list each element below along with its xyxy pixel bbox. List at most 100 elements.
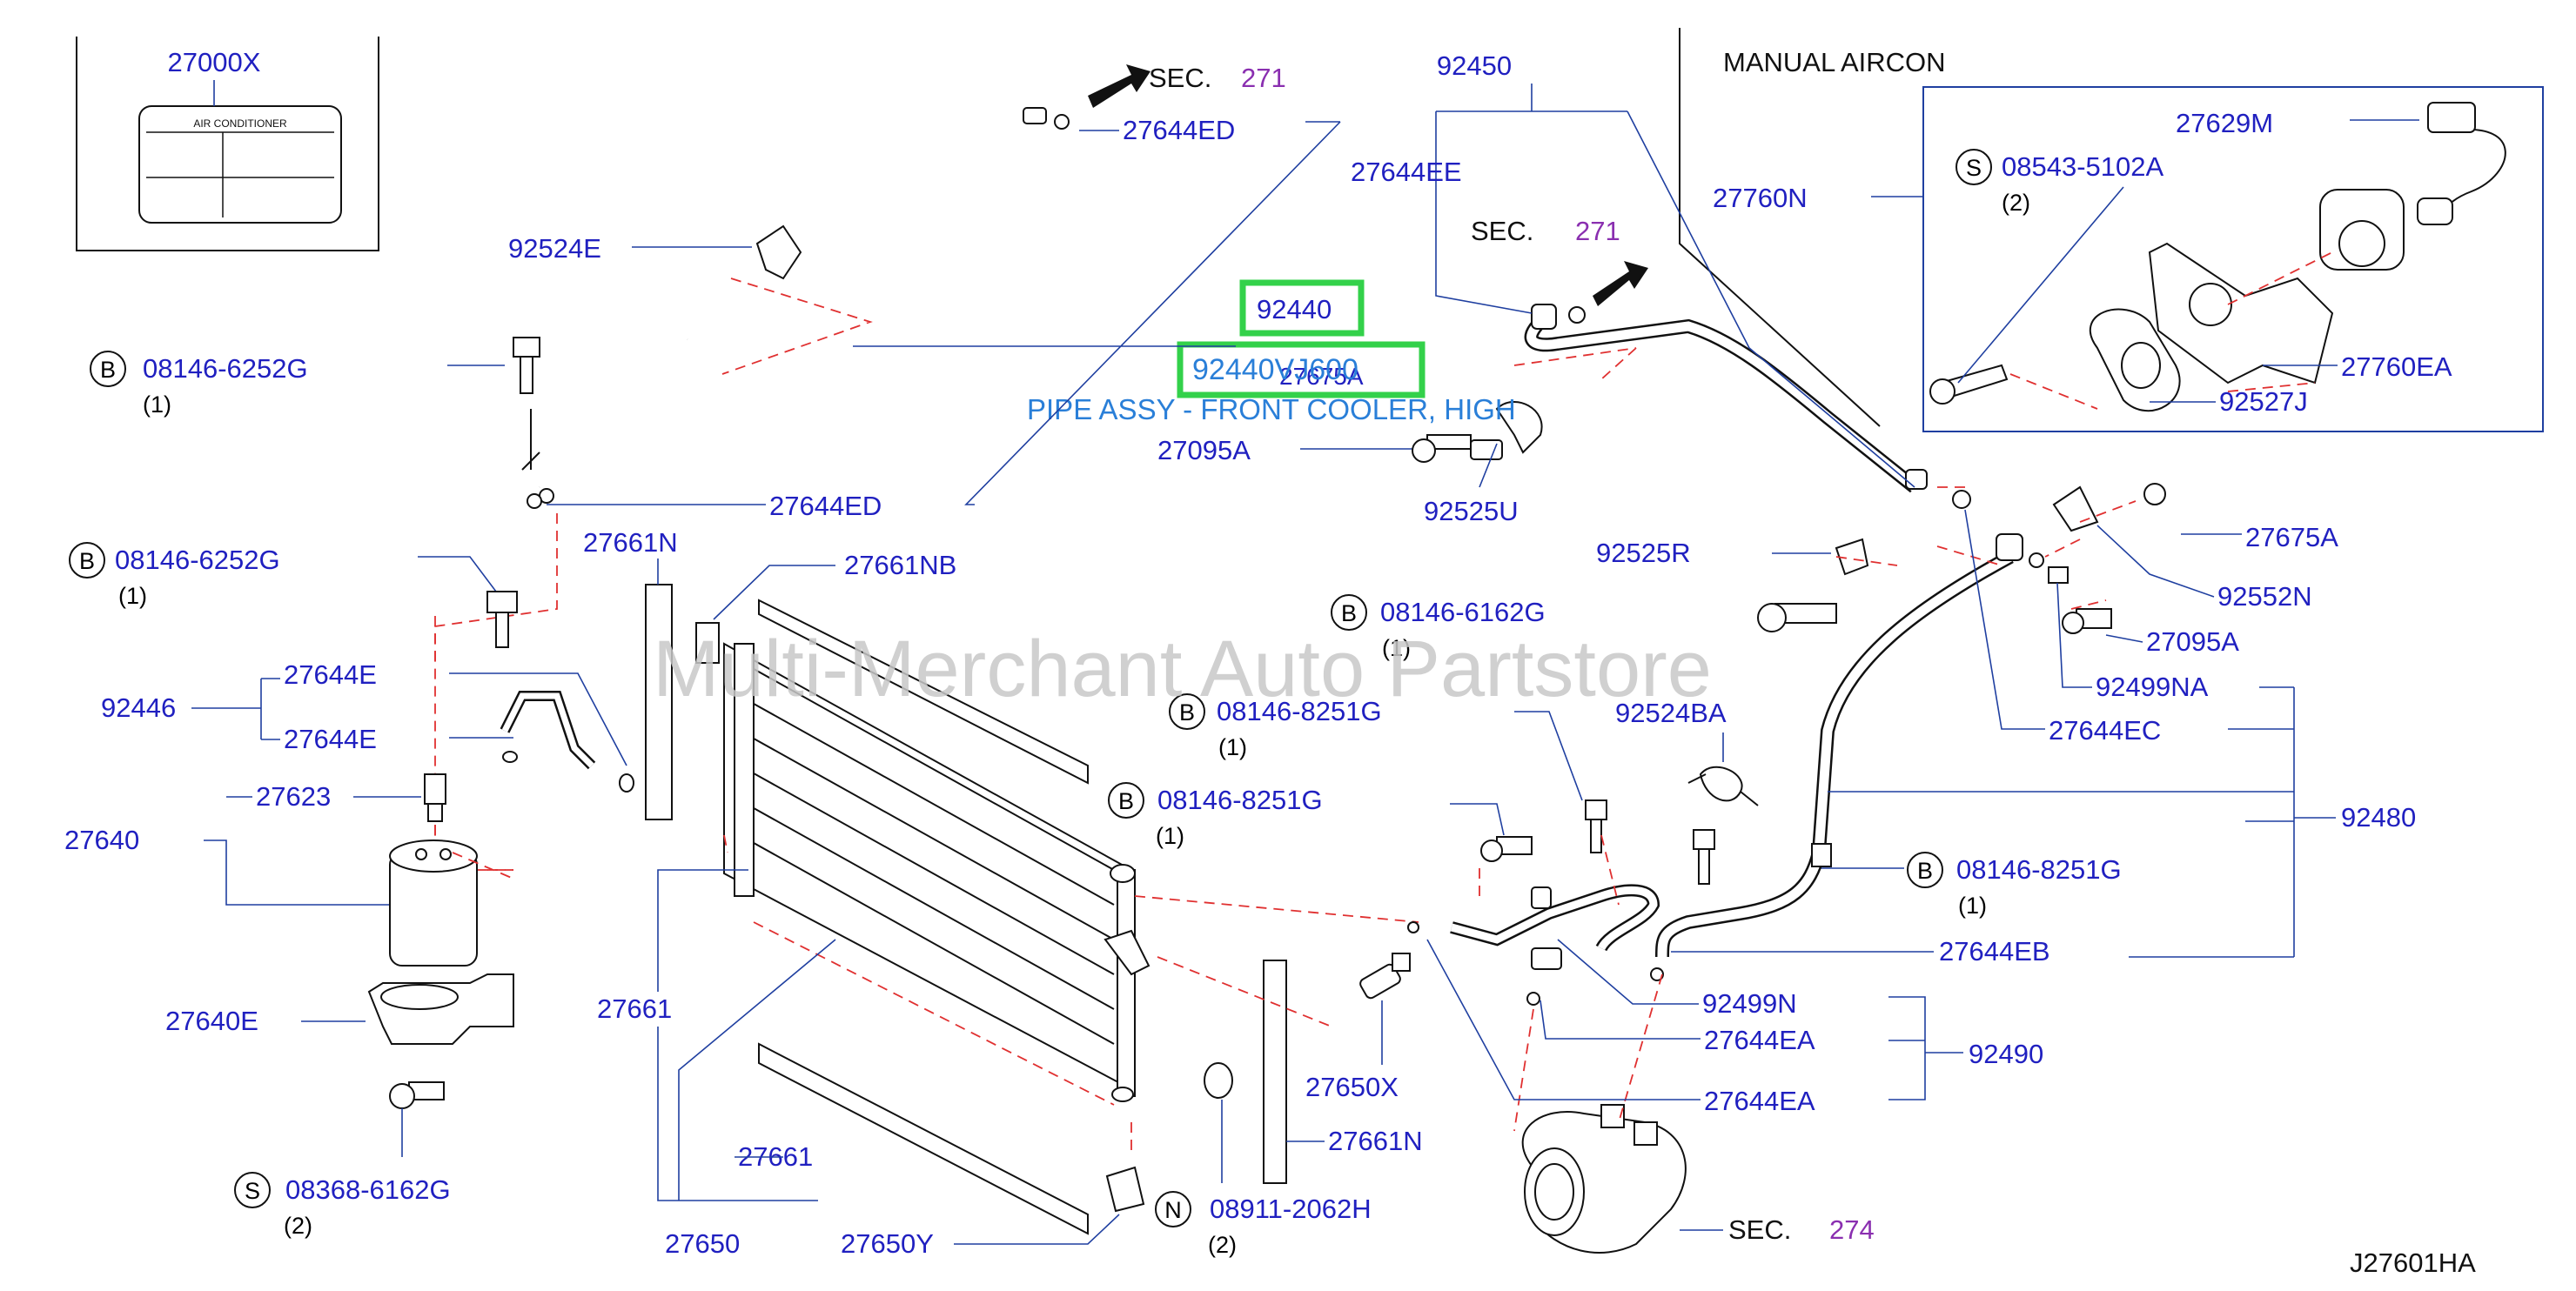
bolt-callout-08146-8251g-a[interactable]: B 08146-8251G (1)	[1169, 693, 1583, 801]
svg-text:B: B	[79, 548, 95, 574]
svg-text:(1): (1)	[143, 391, 171, 418]
bolt-callout-08146-6162g[interactable]: B 08146-6162G (1)	[1331, 594, 1546, 661]
part-92524e-label[interactable]: 92524E	[508, 233, 601, 264]
svg-text:08368-6162G: 08368-6162G	[285, 1174, 451, 1205]
bolt-08146-6252g-b-icon	[486, 591, 518, 648]
part-92499na-label[interactable]: 92499NA	[2096, 672, 2209, 702]
svg-text:92440: 92440	[1257, 294, 1332, 324]
part-27640-label[interactable]: 27640	[64, 825, 139, 855]
bolt-callout-08543-5102a[interactable]: S 08543-5102A (2)	[1955, 149, 2163, 384]
svg-text:(1): (1)	[1156, 823, 1184, 849]
part-27629m-label[interactable]: 27629M	[2176, 108, 2273, 138]
svg-text:08146-6252G: 08146-6252G	[115, 545, 280, 575]
svg-text:B: B	[100, 357, 116, 383]
nut-callout-08911-2062h[interactable]: N 08911-2062H (2)	[1155, 1100, 1372, 1258]
svg-text:SEC.: SEC.	[1471, 216, 1533, 246]
part-92480-label[interactable]: 92480	[2341, 802, 2416, 833]
part-27661n-bottom-label[interactable]: 27661N	[1328, 1126, 1423, 1156]
sec-271-ref-top[interactable]: SEC. 271	[1088, 63, 1286, 108]
sec-274-ref[interactable]: SEC. 274	[1680, 1214, 1875, 1245]
part-27661n-top-label[interactable]: 27661N	[583, 527, 678, 558]
part-92552n-label[interactable]: 92552N	[2217, 581, 2312, 612]
part-description: PIPE ASSY - FRONT COOLER, HIGH	[1027, 393, 1516, 425]
bolt-icon	[1470, 439, 1503, 460]
bolt-08368-6162g-icon	[389, 1081, 445, 1109]
part-27760n-label[interactable]: 27760N	[1713, 183, 1808, 213]
part-27661-a-label[interactable]: 27661	[597, 993, 672, 1024]
part-92524ba-label[interactable]: 92524BA	[1615, 698, 1727, 728]
pressure-switch-27650x-icon	[1359, 953, 1411, 1000]
manual-aircon-inset: MANUAL AIRCON 27629M 27760N 27760EA 9252…	[1679, 28, 2544, 432]
part-27661nb-label[interactable]: 27661NB	[844, 550, 956, 580]
part-27644ed-label[interactable]: 27644ED	[769, 491, 882, 521]
svg-text:(1): (1)	[1218, 734, 1247, 760]
inset-divider	[1679, 28, 1881, 427]
drier-bracket-icon	[367, 973, 514, 1045]
part-92450-label[interactable]: 92450	[1437, 50, 1512, 81]
watermark: Multi-Merchant Auto Partstore	[653, 625, 1712, 713]
part-92525r-label[interactable]: 92525R	[1596, 538, 1691, 568]
part-27644ee-label[interactable]: 27644EE	[1351, 157, 1462, 187]
label-box-frame	[76, 37, 379, 251]
svg-text:271: 271	[1575, 216, 1620, 246]
svg-text:SEC.: SEC.	[1728, 1214, 1791, 1245]
pipe-92450	[1470, 304, 1928, 493]
svg-text:(1): (1)	[1958, 893, 1987, 919]
receiver-drier-icon	[389, 839, 478, 967]
svg-text:(2): (2)	[2002, 190, 2030, 216]
part-27623-label[interactable]: 27623	[256, 781, 331, 812]
part-27644ea-a-label[interactable]: 27644EA	[1704, 1025, 1815, 1055]
bolt-callout-08146-8251g-b[interactable]: B 08146-8251G (1)	[1108, 782, 1505, 849]
part-27644ec-label[interactable]: 27644EC	[2049, 715, 2161, 746]
part-92527j-label[interactable]: 92527J	[2219, 386, 2308, 417]
part-27095a-top-label[interactable]: 27095A	[1157, 435, 1251, 465]
highlight-92440vj600[interactable]: 27675A 92440VJ600	[1177, 341, 1426, 398]
svg-text:08146-6252G: 08146-6252G	[143, 353, 308, 384]
seal-strip-27661nb-icon	[695, 599, 1089, 785]
sec-271-ref-mid[interactable]: SEC. 271	[1471, 216, 1648, 306]
part-92525u-label[interactable]: 92525U	[1424, 496, 1519, 526]
part-27650x-label[interactable]: 27650X	[1305, 1072, 1399, 1102]
part-27644eb-label[interactable]: 27644EB	[1939, 936, 2050, 967]
bolt-callout-08368-6162g[interactable]: S 08368-6162G (2)	[234, 1172, 451, 1239]
part-27000x-label[interactable]: 27000X	[168, 47, 261, 77]
part-27095a-label[interactable]: 27095A	[2146, 626, 2239, 657]
highlight-92440[interactable]: 92440	[1239, 279, 1365, 337]
clip-92525r-icon	[1835, 538, 1869, 576]
part-92499n-label[interactable]: 92499N	[1702, 988, 1797, 1019]
svg-text:274: 274	[1829, 1214, 1875, 1245]
svg-text:08543-5102A: 08543-5102A	[2002, 151, 2163, 182]
part-27760ea-label[interactable]: 27760EA	[2341, 351, 2452, 382]
svg-text:N: N	[1164, 1197, 1182, 1223]
variant-heading: MANUAL AIRCON	[1723, 47, 1946, 77]
bolt-callout-08146-8251g-c[interactable]: B 08146-8251G (1)	[1819, 852, 2122, 919]
svg-text:SEC.: SEC.	[1149, 63, 1211, 93]
svg-text:08146-8251G: 08146-8251G	[1956, 854, 2122, 885]
highlight-box-92440vj600	[1177, 341, 1426, 398]
part-92490-label[interactable]: 92490	[1969, 1039, 2043, 1069]
part-27644e-b-label[interactable]: 27644E	[284, 724, 377, 754]
part-27644ea-b-label[interactable]: 27644EA	[1704, 1086, 1815, 1116]
part-27644ed-top-label[interactable]: 27644ED	[1123, 115, 1235, 145]
svg-text:08146-8251G: 08146-8251G	[1217, 696, 1382, 726]
part-27650-label[interactable]: 27650	[665, 1228, 740, 1259]
pipe-92490	[1407, 884, 1660, 1006]
part-27644e-a-label[interactable]: 27644E	[284, 659, 377, 690]
part-27640e-label[interactable]: 27640E	[165, 1006, 258, 1036]
bolt-callout-08146-6252g-b[interactable]: B 08146-6252G (1)	[69, 542, 497, 609]
condenser-icon	[723, 642, 1150, 1102]
part-92446-label[interactable]: 92446	[101, 692, 176, 723]
clip-92524e-icon	[755, 224, 802, 280]
bolt-callout-08146-6252g-a[interactable]: B 08146-6252G (1)	[90, 351, 505, 418]
part-27675a-label[interactable]: 27675A	[2245, 522, 2338, 552]
rubber-mount-icon	[1204, 1062, 1233, 1099]
svg-text:(2): (2)	[1208, 1232, 1237, 1258]
svg-text:S: S	[245, 1178, 260, 1204]
seal-strip-27661n-right-icon	[1263, 960, 1287, 1184]
svg-text:(1): (1)	[1382, 635, 1411, 661]
svg-text:B: B	[1341, 600, 1357, 626]
part-27650y-label[interactable]: 27650Y	[841, 1228, 934, 1259]
inset-frame	[1922, 86, 2544, 432]
clip-92524ba-icon	[1687, 766, 1759, 806]
